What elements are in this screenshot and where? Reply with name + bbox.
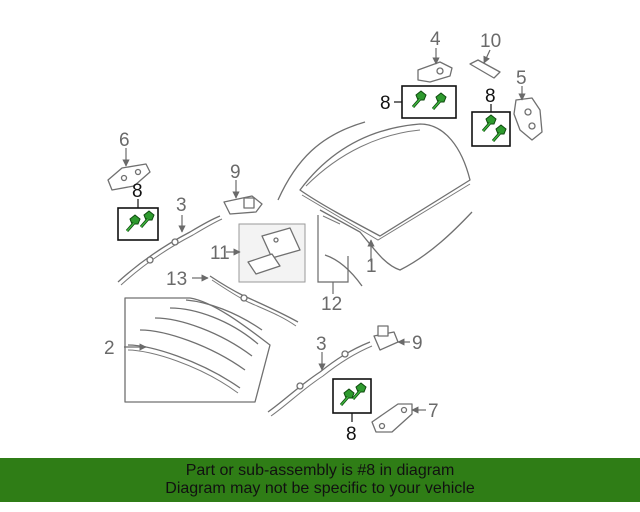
diagram-notice-banner: Part or sub-assembly is #8 in diagram Di… xyxy=(0,458,640,502)
callout-6: 6 xyxy=(119,130,130,151)
callout-8-b: 8 xyxy=(485,86,496,107)
bracket-4[interactable] xyxy=(417,61,453,83)
roof-cable-upper[interactable] xyxy=(117,215,223,286)
callout-7: 7 xyxy=(428,401,439,422)
latch-9-lower[interactable] xyxy=(373,325,399,351)
hinge-5[interactable] xyxy=(513,97,543,141)
bolt-8-group-b[interactable] xyxy=(471,111,511,147)
bolt-8-group-d[interactable] xyxy=(332,378,372,414)
latch-9-upper[interactable] xyxy=(223,195,263,215)
callout-2: 2 xyxy=(104,338,115,359)
bracket-7[interactable] xyxy=(371,403,413,433)
callout-10: 10 xyxy=(480,31,501,52)
callout-5: 5 xyxy=(516,68,527,89)
callout-3-upper: 3 xyxy=(176,195,187,216)
callout-11: 11 xyxy=(210,243,230,264)
drive-cable-13[interactable] xyxy=(209,275,299,327)
rear-window[interactable] xyxy=(124,297,271,403)
callout-4: 4 xyxy=(430,29,441,50)
callout-8-d: 8 xyxy=(346,424,357,445)
callout-12-bracket xyxy=(317,215,349,283)
callout-3-lower: 3 xyxy=(316,334,327,355)
bolt-8-group-c[interactable] xyxy=(117,207,159,241)
callout-12: 12 xyxy=(321,294,342,315)
notice-line-1: Part or sub-assembly is #8 in diagram xyxy=(185,462,455,479)
callout-9-lower: 9 xyxy=(412,333,423,354)
callout-8-c: 8 xyxy=(132,181,143,202)
callout-8-a: 8 xyxy=(380,93,391,114)
callout-13: 13 xyxy=(166,269,187,290)
notice-line-2: Diagram may not be specific to your vehi… xyxy=(165,480,475,497)
roof-motor-11[interactable] xyxy=(247,227,301,275)
bracket-6[interactable] xyxy=(107,163,151,191)
roof-cable-lower[interactable] xyxy=(267,341,373,417)
rod-10[interactable] xyxy=(469,59,501,79)
callout-9-upper: 9 xyxy=(230,162,241,183)
callout-1: 1 xyxy=(366,256,377,277)
roof-panel[interactable] xyxy=(277,121,471,241)
bolt-8-group-a[interactable] xyxy=(401,85,457,119)
